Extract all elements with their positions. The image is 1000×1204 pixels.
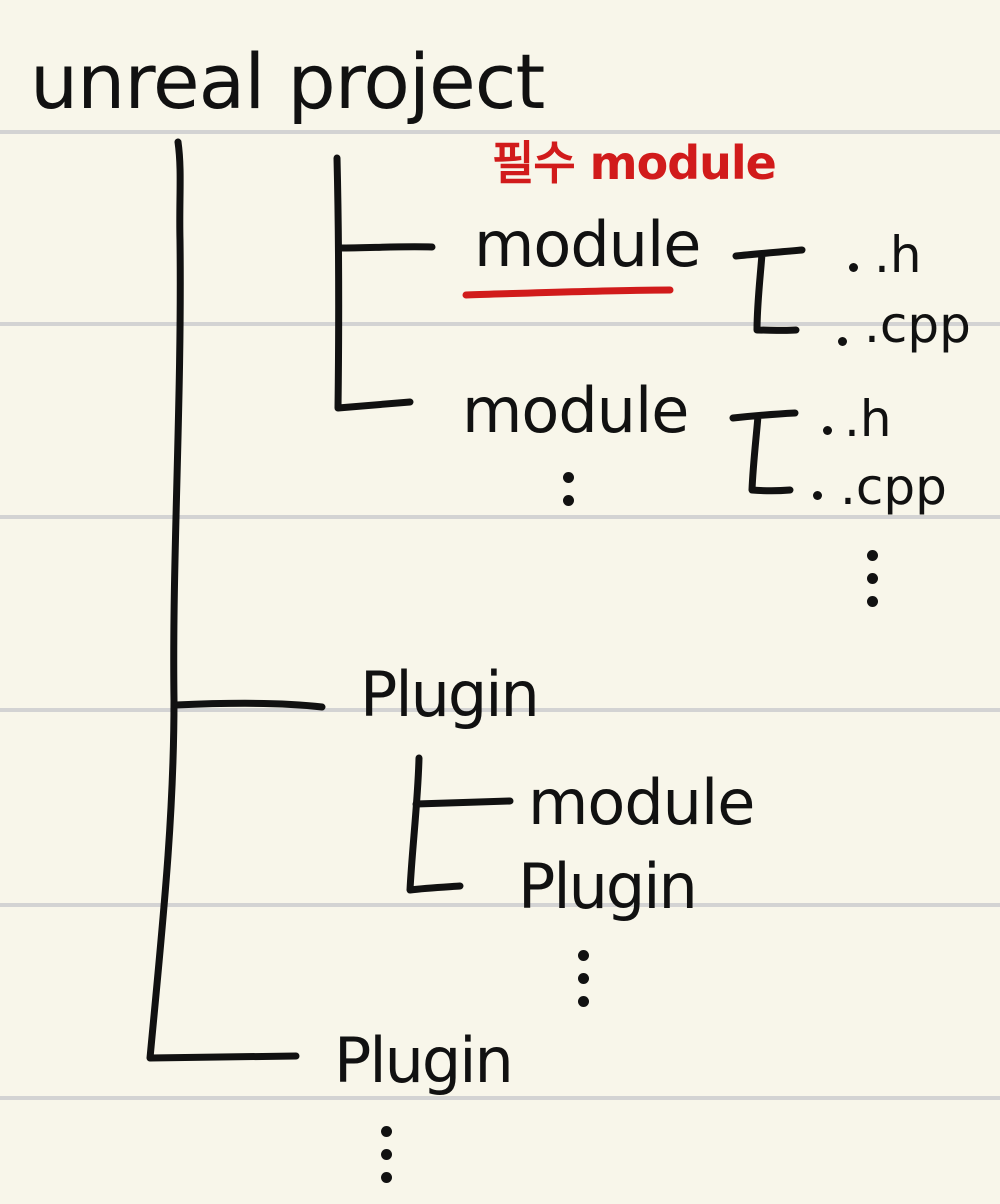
file-cpp-2: .cpp <box>840 458 947 516</box>
ruled-line <box>0 515 1000 519</box>
ext-dot <box>849 263 858 272</box>
module-2-label: module <box>462 374 689 447</box>
plugin-child-module-label: module <box>528 766 755 839</box>
ruled-line <box>0 708 1000 712</box>
plugin-2-label: Plugin <box>334 1024 514 1097</box>
file-h-2: .h <box>844 390 892 448</box>
ruled-line <box>0 322 1000 326</box>
module-1-label: module <box>474 208 701 281</box>
ellipsis-dots <box>578 950 590 1019</box>
plugin-1-label: Plugin <box>360 658 540 731</box>
branch-plugin-1 <box>172 699 326 711</box>
required-module-note: 필수 module <box>492 136 777 190</box>
ellipsis-dots <box>381 1126 393 1195</box>
module-trunk <box>333 154 414 412</box>
ext-dot <box>823 426 832 435</box>
ruled-line <box>0 130 1000 134</box>
root-trunk <box>146 138 300 1062</box>
file-cpp-1: .cpp <box>864 296 971 354</box>
file-h-1: .h <box>874 226 922 284</box>
ruled-line <box>0 1096 1000 1100</box>
ext-dot <box>813 491 822 500</box>
ellipsis-dots <box>867 550 879 619</box>
ellipsis-dots <box>563 472 575 518</box>
file-bracket-2 <box>729 409 799 495</box>
root-label: unreal project <box>30 37 545 126</box>
plugin-sub-trunk <box>406 754 464 894</box>
branch-module-1 <box>335 243 436 252</box>
ruled-line <box>0 903 1000 907</box>
plugin-child-plugin-label: Plugin <box>518 850 698 923</box>
ext-dot <box>838 337 847 346</box>
file-bracket-1 <box>732 246 806 334</box>
branch-plugin-child-module <box>412 797 514 808</box>
required-underline <box>462 286 674 299</box>
